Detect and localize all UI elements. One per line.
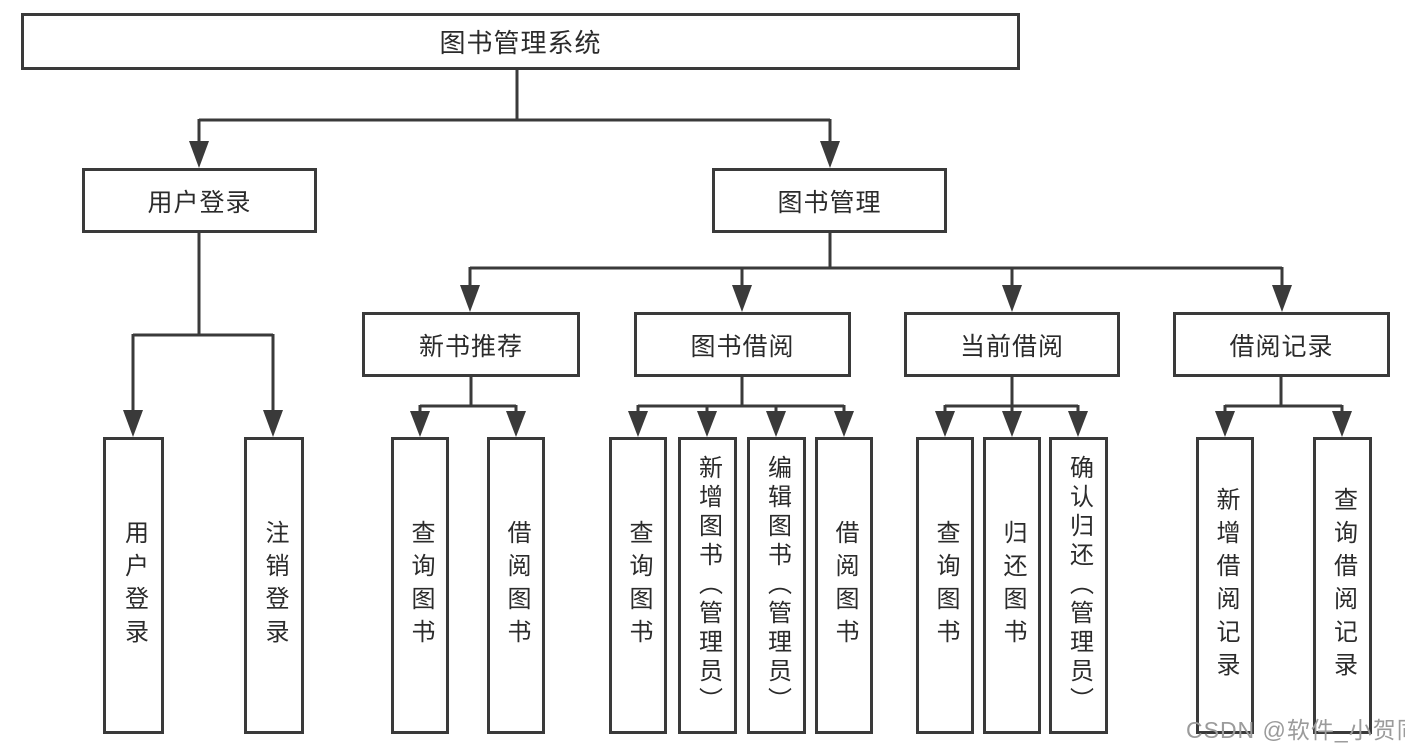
leaf-logout: 注销登录	[244, 437, 304, 734]
leaf-query-books-recommend-label: 查询图书	[407, 519, 434, 652]
leaf-confirm-return-admin: 确认归还（管理员）	[1049, 437, 1108, 734]
node-root: 图书管理系统	[21, 13, 1020, 70]
node-current-borrow-label: 当前借阅	[959, 332, 1064, 361]
node-book-management-label: 图书管理	[777, 188, 882, 217]
leaf-return-books-label: 归还图书	[999, 519, 1026, 652]
leaf-add-books-admin-label: 新增图书（管理员）	[694, 455, 722, 716]
leaf-user-login-label: 用户登录	[120, 519, 148, 652]
leaf-logout-label: 注销登录	[261, 519, 288, 652]
leaf-query-books-borrow-label: 查询图书	[625, 519, 652, 652]
leaf-query-books-recommend: 查询图书	[391, 437, 449, 734]
node-book-borrow: 图书借阅	[634, 312, 851, 377]
leaf-edit-books-admin-label: 编辑图书（管理员）	[763, 455, 791, 716]
leaf-borrow-books: 借阅图书	[815, 437, 873, 734]
leaf-confirm-return-admin-label: 确认归还（管理员）	[1065, 455, 1093, 716]
csdn-watermark: CSDN @软件_小贺同学	[1186, 717, 1405, 743]
leaf-return-books: 归还图书	[983, 437, 1041, 734]
leaf-query-books-current-label: 查询图书	[932, 519, 959, 652]
leaf-edit-books-admin: 编辑图书（管理员）	[747, 437, 806, 734]
node-new-book-recommend: 新书推荐	[362, 312, 580, 377]
leaf-add-borrow-record-label: 新增借阅记录	[1212, 486, 1239, 685]
node-new-book-recommend-label: 新书推荐	[418, 332, 523, 361]
leaf-query-borrow-record: 查询借阅记录	[1313, 437, 1372, 734]
node-borrow-records-label: 借阅记录	[1229, 332, 1334, 361]
leaf-query-books-borrow: 查询图书	[609, 437, 667, 734]
node-book-borrow-label: 图书借阅	[690, 332, 795, 361]
leaf-query-borrow-record-label: 查询借阅记录	[1329, 486, 1357, 685]
leaf-borrow-books-recommend: 借阅图书	[487, 437, 545, 734]
node-current-borrow: 当前借阅	[904, 312, 1120, 377]
node-book-management: 图书管理	[712, 168, 947, 233]
leaf-add-borrow-record: 新增借阅记录	[1196, 437, 1254, 734]
leaf-user-login: 用户登录	[103, 437, 164, 734]
leaf-borrow-books-recommend-label: 借阅图书	[503, 519, 530, 652]
node-user-login-label: 用户登录	[147, 188, 252, 217]
node-borrow-records: 借阅记录	[1173, 312, 1390, 377]
node-user-login: 用户登录	[82, 168, 317, 233]
leaf-query-books-current: 查询图书	[916, 437, 974, 734]
leaf-add-books-admin: 新增图书（管理员）	[678, 437, 737, 734]
node-root-label: 图书管理系统	[439, 28, 602, 58]
leaf-borrow-books-label: 借阅图书	[831, 519, 858, 652]
